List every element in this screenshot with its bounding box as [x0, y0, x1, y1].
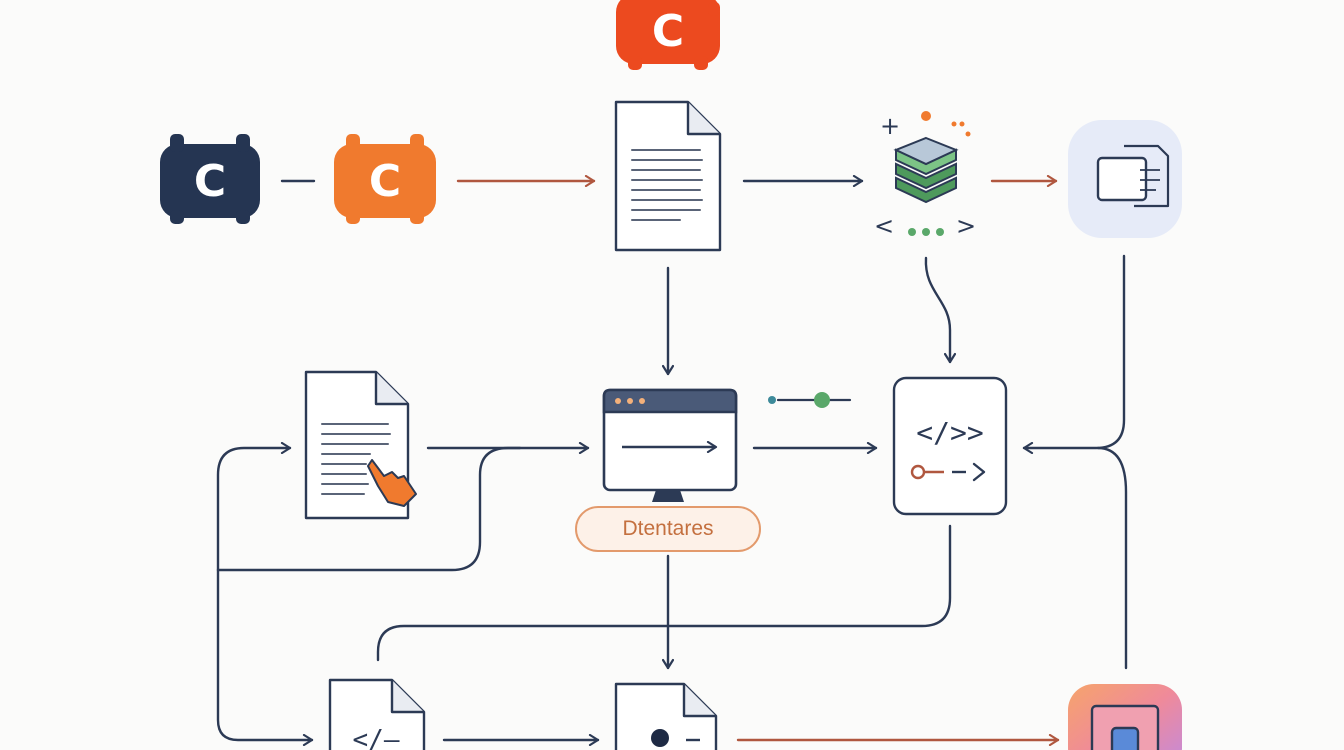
- svg-text:+: +: [880, 112, 900, 140]
- code-icon: </>>: [892, 376, 1008, 516]
- connector-loop-bottom: [216, 446, 522, 572]
- slider-green-knob: [814, 392, 830, 408]
- connector-code-to-bottom: [376, 524, 952, 662]
- c-badge-orange: C: [334, 134, 436, 224]
- svg-text:<: <: [874, 212, 894, 240]
- arrow-window-to-code: [1022, 254, 1126, 448]
- window-icon: [1068, 120, 1182, 238]
- arrow-loop-to-handdoc: [216, 448, 292, 572]
- gradient-app-icon: [1068, 684, 1182, 750]
- code-box-text: </>>: [916, 416, 983, 449]
- process-label: Dtentares: [575, 506, 761, 552]
- c-badge-orange-letter: C: [369, 156, 401, 207]
- c-badge-red-letter: C: [652, 6, 684, 57]
- svg-text:>: >: [956, 212, 976, 240]
- code-document-icon: </—: [328, 678, 426, 750]
- document-dot-icon: [614, 682, 718, 750]
- document-hand-icon: [304, 370, 417, 520]
- monitor-icon: [602, 388, 738, 502]
- connector-right-vertical: [1096, 446, 1128, 670]
- c-badge-red-top: C: [616, 0, 720, 70]
- c-badge-dark: C: [160, 134, 260, 224]
- document-icon: [614, 100, 722, 252]
- slider-left-dot: [768, 396, 776, 404]
- layers-icon: + < >: [874, 111, 976, 240]
- arrow-stack-to-code: [924, 256, 950, 364]
- arrow-left-to-bottom-code: [216, 568, 314, 740]
- bottom-code-text: </—: [353, 725, 400, 750]
- c-badge-dark-letter: C: [194, 156, 226, 207]
